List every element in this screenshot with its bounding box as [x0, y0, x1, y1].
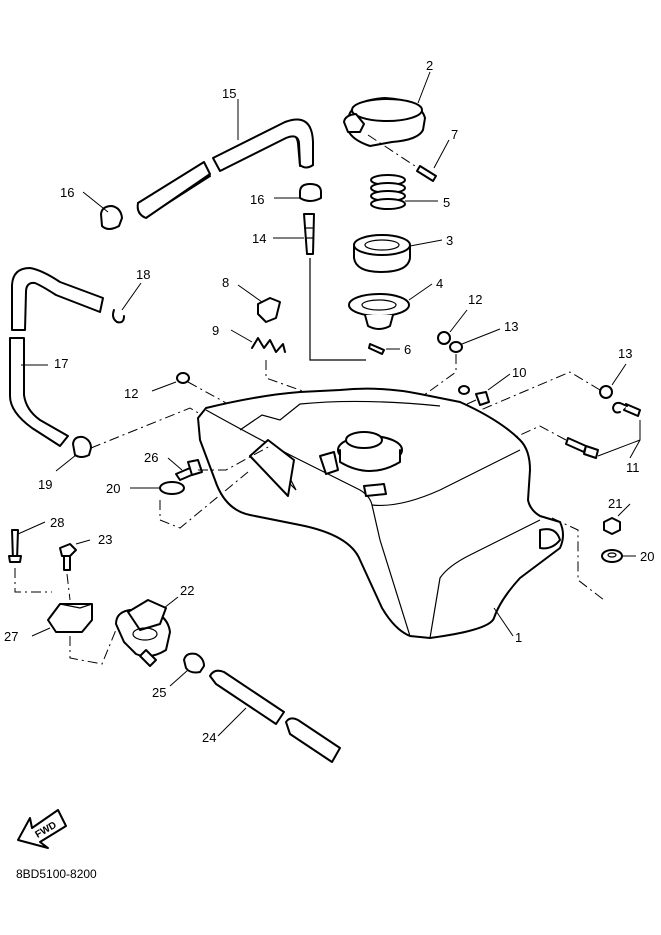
part-12-grommet-right [437, 309, 468, 345]
callout-28: 28 [50, 515, 64, 530]
callout-27: 27 [4, 629, 18, 644]
fwd-arrow-icon: FWD [17, 809, 67, 849]
callout-7: 7 [451, 127, 458, 142]
callout-4: 4 [436, 276, 443, 291]
part-16-clamp-center [274, 183, 322, 202]
callout-12-right: 12 [468, 292, 482, 307]
part-7-pin [367, 134, 450, 182]
part-20-grommet-right [551, 517, 636, 601]
part-18-clip [112, 282, 142, 324]
part-20-grommet-left [130, 471, 249, 529]
callout-11: 11 [626, 460, 640, 475]
part-13-washer-top-right [407, 363, 627, 451]
callout-13-far-right: 13 [618, 346, 632, 361]
callout-12-left: 12 [124, 386, 138, 401]
part-17-hose [9, 267, 104, 447]
part-25-clamp [169, 652, 205, 687]
callout-26: 26 [144, 450, 158, 465]
part-24-hose [209, 669, 341, 763]
part-19-clamp [55, 407, 201, 472]
part-16-clamp-left [82, 191, 123, 230]
part-2-fuel-cap [343, 71, 431, 147]
part-3-gasket [353, 234, 443, 273]
part-23-bolt [59, 539, 91, 601]
callout-19: 19 [38, 477, 52, 492]
part-8-bracket [237, 284, 281, 323]
callout-labels: 2 7 5 3 4 12 13 6 13 10 11 15 16 16 14 1… [4, 58, 654, 745]
callout-25: 25 [152, 685, 166, 700]
callout-20-left: 20 [106, 481, 120, 496]
callout-13-right: 13 [504, 319, 518, 334]
callout-16-center: 16 [250, 192, 264, 207]
part-27-bracket [31, 603, 121, 665]
callout-22: 22 [180, 583, 194, 598]
callout-14: 14 [252, 231, 266, 246]
diagram-code: 8BD5100-8200 [16, 867, 97, 881]
part-4-filler-neck [348, 283, 433, 330]
callout-23: 23 [98, 532, 112, 547]
part-26-bolt [167, 445, 271, 481]
callout-20-right: 20 [640, 549, 654, 564]
callout-2: 2 [426, 58, 433, 73]
callout-1: 1 [515, 630, 522, 645]
part-1-fuel-tank [197, 387, 564, 639]
callout-6: 6 [404, 342, 411, 357]
callout-3: 3 [446, 233, 453, 248]
callout-9: 9 [212, 323, 219, 338]
part-9-spring-clip [230, 329, 331, 461]
part-21-nut [603, 503, 631, 535]
callout-8: 8 [222, 275, 229, 290]
part-22-fuel-cock [115, 596, 179, 667]
callout-21: 21 [608, 496, 622, 511]
callout-5: 5 [443, 195, 450, 210]
callout-16-left: 16 [60, 185, 74, 200]
callout-18: 18 [136, 267, 150, 282]
part-5-spring [370, 174, 438, 210]
callout-24: 24 [202, 730, 216, 745]
callout-15: 15 [222, 86, 236, 101]
callout-10: 10 [512, 365, 526, 380]
callout-17: 17 [54, 356, 68, 371]
part-15-hose [136, 99, 314, 219]
part-28-rivet [8, 521, 52, 593]
part-14-nipple [273, 213, 366, 361]
part-6-bolt [368, 343, 400, 355]
